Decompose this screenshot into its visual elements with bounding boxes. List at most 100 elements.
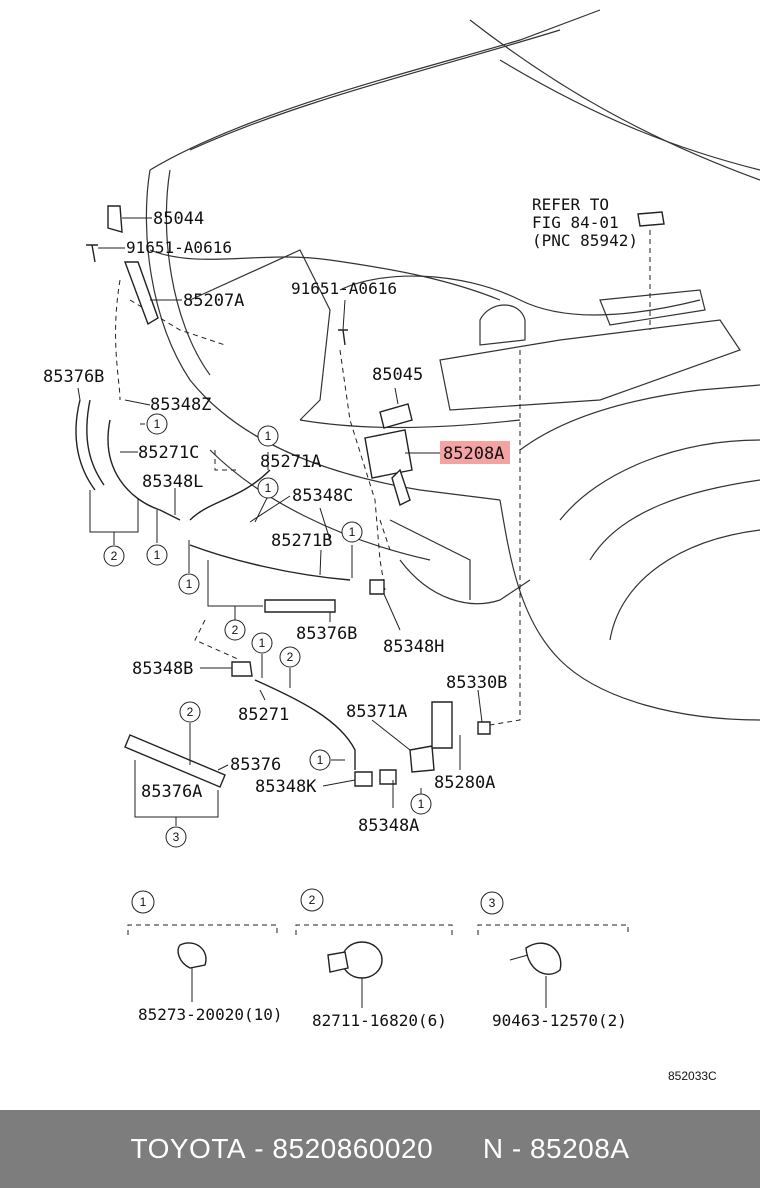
label-85271B: 85271B (271, 531, 332, 551)
footer-ref-prefix: N (482, 1133, 504, 1164)
label-85376: 85376 (230, 755, 281, 775)
label-85044: 85044 (153, 209, 204, 229)
footer-ref: 85208A (529, 1133, 630, 1164)
svg-text:FIG 84-01: FIG 84-01 (532, 213, 619, 232)
svg-text:1: 1 (154, 548, 161, 562)
fitting-85348B (231, 661, 253, 677)
svg-text:3: 3 (489, 896, 496, 910)
legend-item-2: 2 82711-16820(6) (295, 888, 453, 1030)
pipe-85271C (107, 419, 181, 521)
footer-bar: TOYOTA - 8520860020 N - 85208A (0, 1110, 760, 1188)
fitting-85348K (354, 771, 373, 787)
footer-sep: - (503, 1133, 530, 1164)
refer-note: REFER TO FIG 84-01 (PNC 85942) (532, 195, 665, 250)
svg-text:2: 2 (187, 705, 194, 719)
svg-text:1: 1 (154, 417, 161, 431)
cable-tie-90463-icon (525, 942, 562, 975)
svg-text:1: 1 (418, 797, 425, 811)
footer-sep: - (246, 1133, 273, 1164)
label-85376B: 85376B (296, 624, 357, 644)
footer-brand: TOYOTA (130, 1133, 247, 1164)
svg-text:82711-16820(6): 82711-16820(6) (312, 1011, 447, 1030)
pipe-85271 (254, 679, 356, 770)
callout-circle: 1 (309, 749, 331, 771)
fitting-85371A (409, 745, 435, 773)
callout-circle: 1 (146, 413, 168, 435)
pipe-85271A (189, 469, 271, 521)
label-85348H: 85348H (383, 637, 444, 657)
callout-circle: 1 (178, 573, 200, 595)
pump-85280A (431, 701, 453, 749)
label-85348K: 85348K (255, 777, 317, 797)
label-85207A: 85207A (183, 291, 244, 311)
footer-part-number: 8520860020 (272, 1133, 434, 1164)
bracket-part (637, 211, 665, 227)
fitting-85348H (369, 579, 385, 595)
callout-circle: 1 (341, 521, 363, 543)
svg-text:1: 1 (259, 636, 266, 650)
svg-text:REFER TO: REFER TO (532, 195, 609, 214)
hose-85376B (264, 599, 336, 613)
bolt-91651-a (86, 244, 98, 263)
label-85348C: 85348C (292, 486, 353, 506)
legend-item-1: 1 85273-20020(10) (127, 890, 283, 1024)
callout-circle: 3 (165, 826, 187, 848)
car-body-outline (145, 9, 760, 721)
parts (75, 205, 491, 788)
parts-diagram: 1 1 1 2 1 1 1 2 1 2 2 1 3 1 REFER TO FIG… (43, 9, 760, 1083)
svg-text:2: 2 (111, 549, 118, 563)
svg-text:2: 2 (232, 623, 239, 637)
callout-circle: 1 (146, 544, 168, 566)
callout-circle: 2 (179, 701, 201, 723)
grommet-85330B (477, 721, 491, 735)
hose-clamp-82711-icon (341, 941, 383, 979)
label-85376B-top: 85376B (43, 367, 104, 387)
cover-85045 (379, 403, 413, 429)
callout-circles: 1 1 1 2 1 1 1 2 1 2 2 1 3 1 (103, 413, 432, 848)
callout-circle: 2 (103, 545, 125, 567)
svg-text:1: 1 (265, 429, 272, 443)
svg-text:3: 3 (173, 830, 180, 844)
label-91651-a: 91651-A0616 (126, 238, 232, 257)
nozzle-85207A (123, 261, 159, 326)
svg-text:2: 2 (309, 893, 316, 907)
label-85376A: 85376A (141, 782, 202, 802)
footer-gap (433, 1133, 483, 1165)
callout-circle: 1 (257, 477, 279, 499)
bolt-91651-b (338, 329, 348, 346)
label-85208A: 85208A (443, 444, 504, 464)
label-85280A: 85280A (434, 773, 495, 793)
svg-text:(PNC 85942): (PNC 85942) (532, 231, 638, 250)
label-85348A: 85348A (358, 816, 419, 836)
hose-85376 (124, 734, 226, 788)
legend-item-3: 3 90463-12570(2) (477, 891, 629, 1030)
svg-text:1: 1 (186, 577, 193, 591)
svg-text:85273-20020(10): 85273-20020(10) (138, 1005, 283, 1024)
callout-circle: 2 (279, 646, 301, 668)
label-85271C: 85271C (138, 443, 199, 463)
svg-text:2: 2 (287, 650, 294, 664)
label-85348Z: 85348Z (150, 395, 211, 415)
legend: 1 85273-20020(10) 2 82711-16820(6) 3 904… (127, 888, 629, 1030)
highlight-85208A (440, 441, 510, 464)
svg-text:1: 1 (265, 481, 272, 495)
label-85045: 85045 (372, 365, 423, 385)
part-labels: 85044 91651-A0616 85207A 91651-A0616 853… (43, 209, 510, 836)
label-85330B: 85330B (446, 673, 507, 693)
label-85348B: 85348B (132, 659, 193, 679)
leader-lines (77, 217, 483, 826)
label-85271: 85271 (238, 705, 289, 725)
callout-circle: 1 (410, 793, 432, 815)
clip-85273-icon (177, 942, 207, 969)
callout-circle: 1 (251, 632, 273, 654)
actuator-85208A (364, 429, 413, 479)
callout-circle: 2 (224, 619, 246, 641)
diagram-code: 852033C (668, 1069, 717, 1083)
svg-text:1: 1 (317, 753, 324, 767)
hose-85376B-top (75, 399, 96, 491)
label-91651-b: 91651-A0616 (291, 279, 397, 298)
callout-circle: 1 (257, 425, 279, 447)
cap-85044 (107, 205, 123, 233)
svg-text:1: 1 (140, 895, 147, 909)
label-85348L: 85348L (142, 472, 203, 492)
